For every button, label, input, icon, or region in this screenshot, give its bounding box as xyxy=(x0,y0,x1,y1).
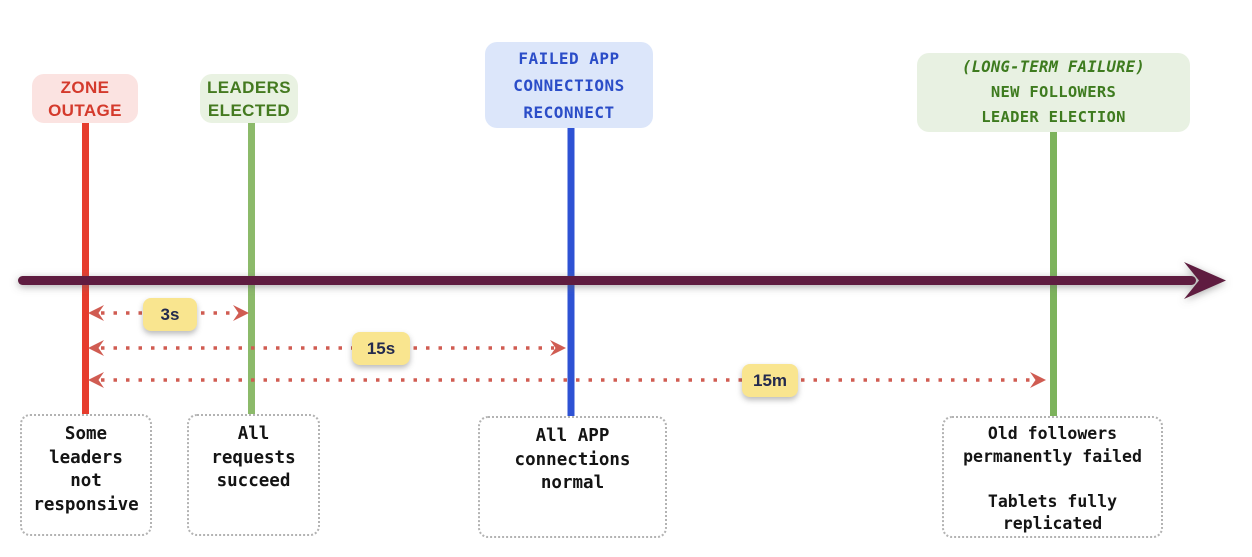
event-label-leaders-elected: LEADERS ELECTED xyxy=(200,74,298,123)
duration-badge-text: 15m xyxy=(752,370,788,390)
event-label-zone-outage: ZONE OUTAGE xyxy=(32,74,138,123)
event-marker-lines xyxy=(82,121,1057,416)
event-label-text: LEADERS ELECTED xyxy=(206,77,292,120)
event-label-failed-app-connections: FAILED APP CONNECTIONS RECONNECT xyxy=(485,42,653,128)
note-old-followers-failed-tablets-replicated: Old followers permanently failed Tablets… xyxy=(942,416,1163,538)
duration-badge-3s: 3s xyxy=(143,298,197,331)
note-some-leaders-not-responsive: Some leaders not responsive xyxy=(20,414,152,536)
interval-arrows xyxy=(88,305,1046,388)
duration-badge-text: 3s xyxy=(160,304,180,324)
event-label-new-followers-election: (LONG-TERM FAILURE) NEW FOLLOWERS LEADER… xyxy=(917,53,1190,132)
event-label-text: NEW FOLLOWERS LEADER ELECTION xyxy=(981,83,1126,126)
interval-arrowhead-right-15s xyxy=(550,340,566,356)
duration-badge-15m: 15m xyxy=(742,364,798,397)
time-axis-arrowhead-icon xyxy=(1184,262,1226,299)
event-label-text: FAILED APP CONNECTIONS RECONNECT xyxy=(513,48,625,122)
time-axis-arrow xyxy=(18,262,1226,299)
note-all-requests-succeed: All requests succeed xyxy=(187,414,320,536)
interval-arrowhead-left-15s xyxy=(88,340,104,356)
time-axis-bar xyxy=(18,276,1196,285)
event-label-text: ZONE OUTAGE xyxy=(48,77,122,120)
interval-arrowhead-left-15m xyxy=(88,372,104,388)
event-label-prefix-text: (LONG-TERM FAILURE) xyxy=(961,58,1145,76)
interval-arrowhead-right-15m xyxy=(1030,372,1046,388)
duration-badge-15s: 15s xyxy=(352,332,410,365)
interval-arrowhead-right-3s xyxy=(233,305,249,321)
duration-badge-text: 15s xyxy=(366,338,396,358)
note-all-app-connections-normal: All APP connections normal xyxy=(478,416,667,538)
interval-arrowhead-left-3s xyxy=(88,305,104,321)
